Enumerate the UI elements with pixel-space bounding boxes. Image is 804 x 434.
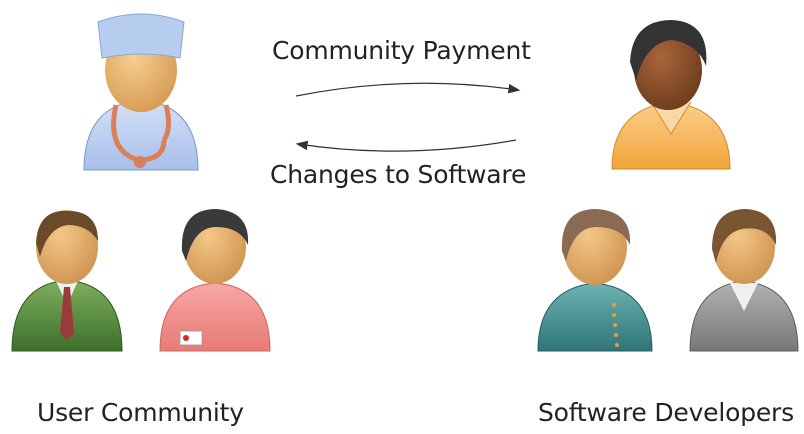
businessman-icon	[11, 210, 123, 352]
changes-arrow	[295, 139, 517, 152]
payment-arrow	[295, 82, 521, 97]
doctor-icon	[83, 13, 199, 171]
nurse-icon	[159, 209, 271, 352]
woman-icon	[611, 20, 731, 170]
changes-to-software-label: Changes to Software	[270, 160, 527, 189]
user-community-label: User Community	[37, 398, 244, 427]
developer-icon	[689, 209, 799, 352]
software-developers-label: Software Developers	[538, 398, 794, 427]
developer-icon	[537, 209, 653, 352]
community-payment-label: Community Payment	[272, 36, 531, 65]
